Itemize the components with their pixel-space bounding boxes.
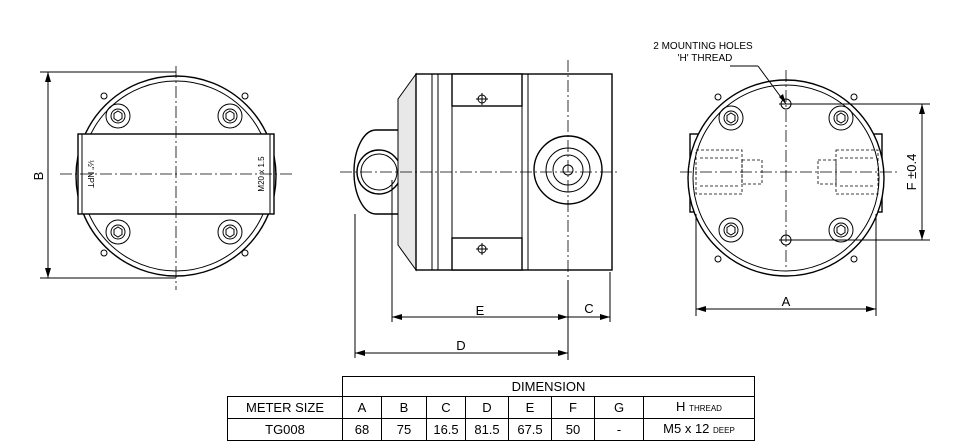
bolt-icon (105, 103, 131, 129)
bolt-icon (718, 105, 744, 131)
right-end-view: 2 MOUNTING HOLES 'H' THREAD F ±0.4 A (653, 41, 930, 316)
bolt-icon (718, 217, 744, 243)
cell-h-suffix: DEEP (713, 426, 735, 435)
dimension-label-d: D (456, 338, 465, 353)
column-header-d: D (465, 396, 509, 419)
column-header-h-letter: H (676, 399, 686, 414)
mounting-holes-note: 2 MOUNTING HOLES (653, 41, 753, 52)
cell-g: - (594, 418, 644, 441)
bolt-icon (217, 103, 243, 129)
column-header-a: A (342, 396, 382, 419)
dimension-label-f: F ±0.4 (904, 154, 919, 191)
cell-c: 16.5 (426, 418, 466, 441)
cell-h: M5 x 12 DEEP (643, 418, 755, 441)
bolt-icon (828, 217, 854, 243)
dimension-label-c: C (584, 301, 593, 316)
bolt-icon (217, 219, 243, 245)
cell-f: 50 (551, 418, 595, 441)
column-header-h-suffix: THREAD (689, 404, 722, 413)
bolt-icon (828, 105, 854, 131)
column-header-b: B (381, 396, 427, 419)
screw-icon (476, 93, 488, 105)
cell-d: 81.5 (465, 418, 509, 441)
cell-meter-size: TG008 (227, 418, 343, 441)
column-header-g: G (594, 396, 644, 419)
table-header-row: METER SIZE A B C D E F G H THREAD (227, 396, 755, 419)
dimension-label-a: A (782, 294, 791, 309)
bolt-icon (105, 219, 131, 245)
side-elevation-view: E C D (340, 60, 620, 360)
table-group-header-row: DIMENSION (228, 376, 755, 397)
port-label-npt: ½" NPT (86, 160, 95, 188)
dimension-label-e: E (476, 303, 485, 318)
cell-h-value: M5 x 12 (663, 421, 710, 436)
thread-note: 'H' THREAD (678, 53, 733, 64)
cell-b: 75 (381, 418, 427, 441)
left-end-view: ½" NPT M20 x 1.5 B (31, 66, 292, 290)
cell-a: 68 (342, 418, 382, 441)
table-corner-blank (228, 377, 343, 397)
table-row: TG008 68 75 16.5 81.5 67.5 50 - M5 x 12 … (227, 418, 755, 441)
port-label-metric: M20 x 1.5 (257, 156, 266, 192)
column-header-c: C (426, 396, 466, 419)
dimension-label-b: B (31, 172, 46, 181)
dimension-group-header: DIMENSION (342, 376, 755, 397)
column-header-e: E (508, 396, 552, 419)
cell-e: 67.5 (508, 418, 552, 441)
column-header-f: F (551, 396, 595, 419)
column-header-meter-size: METER SIZE (227, 396, 343, 419)
dimension-table: DIMENSION METER SIZE A B C D E F G H THR… (227, 376, 755, 441)
screw-icon (476, 243, 488, 255)
technical-drawing: ½" NPT M20 x 1.5 B (31, 41, 930, 360)
column-header-h: H THREAD (643, 396, 755, 419)
